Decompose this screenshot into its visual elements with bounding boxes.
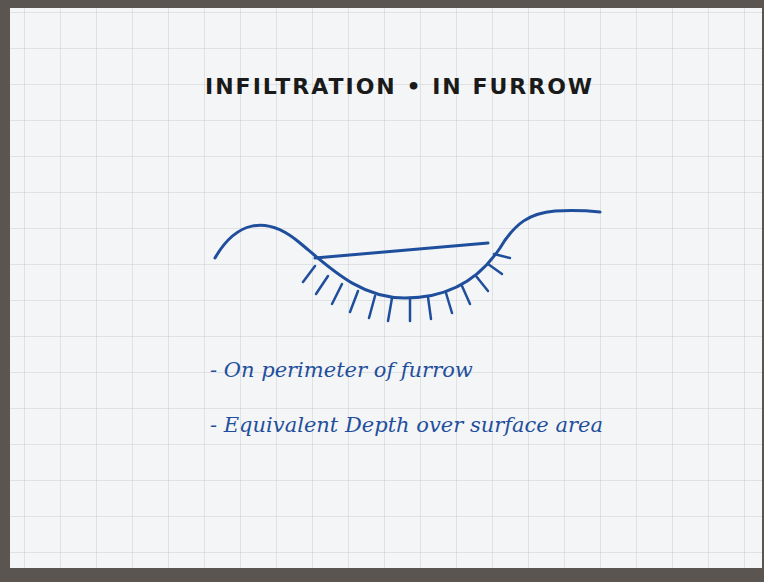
hatch-stroke — [476, 276, 488, 291]
hatch-stroke — [316, 276, 328, 294]
hatch-stroke — [428, 297, 431, 319]
note-text: - Equivalent Depth over surface area — [210, 413, 603, 437]
hatch-stroke — [350, 291, 358, 312]
hatch-stroke — [494, 254, 510, 258]
hatch-stroke — [446, 293, 452, 313]
note-text: - On perimeter of furrow — [210, 358, 473, 382]
hatch-stroke — [303, 266, 315, 282]
hatch-stroke — [369, 296, 375, 318]
title-text: INFILTRATION • IN FURROW — [205, 74, 594, 99]
hatch-stroke — [332, 284, 342, 304]
hatch-stroke — [462, 286, 470, 304]
hatch-stroke — [388, 298, 392, 321]
hatch-stroke — [409, 298, 412, 321]
paper-sheet: INFILTRATION • IN FURROW - On perimeter o… — [10, 8, 762, 568]
hatch-stroke — [488, 264, 502, 274]
